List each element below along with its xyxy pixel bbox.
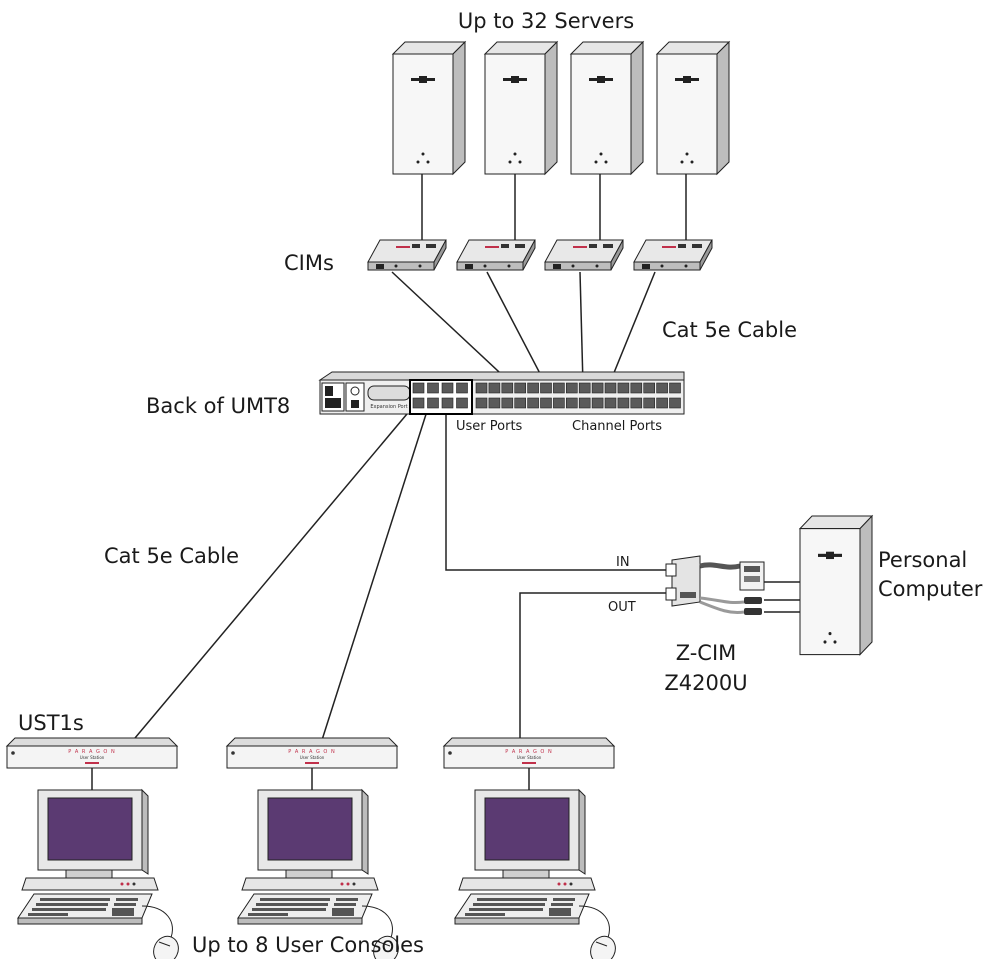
channel-port	[656, 382, 668, 394]
channel-port	[630, 397, 643, 409]
cim-device-4	[633, 239, 713, 271]
ps2-connector-icon	[744, 597, 762, 604]
ust1-unit-1	[6, 737, 178, 769]
channel-port	[578, 397, 591, 409]
channel-port	[553, 397, 565, 409]
server-tower-4	[656, 41, 730, 175]
channel-port	[514, 397, 527, 409]
out-label: OUT	[608, 600, 636, 615]
consoles-label: Up to 8 User Consoles	[192, 933, 424, 957]
user-port	[412, 397, 425, 409]
channel-port	[604, 397, 617, 409]
cim-cable-4	[608, 271, 656, 386]
user-port	[441, 397, 454, 409]
channel-port-grid	[475, 382, 681, 409]
expansion-port-label: Expansion Port	[370, 404, 407, 410]
connection-lines	[134, 152, 800, 741]
zcim-in-cable	[445, 408, 666, 571]
channel-ports-label: Channel Ports	[572, 419, 662, 434]
channel-port	[617, 382, 630, 394]
cim-device-3	[544, 239, 624, 271]
ps2-connector-icon-2	[744, 608, 762, 615]
pc-label-line2: Computer	[878, 577, 983, 601]
channel-port	[669, 397, 681, 409]
channel-port	[643, 382, 656, 394]
channel-port	[475, 397, 488, 409]
channel-port	[475, 382, 488, 394]
user-port	[441, 382, 454, 394]
cim-cable-1	[391, 271, 514, 386]
user-console-3	[454, 789, 621, 959]
user-port	[456, 382, 468, 394]
server-tower-3	[570, 41, 644, 175]
zcim-label-line2: Z4200U	[664, 671, 747, 695]
ust1-unit-3	[443, 737, 615, 769]
channel-port	[643, 397, 656, 409]
zcim-label-line1: Z-CIM	[676, 641, 737, 665]
in-label: IN	[616, 555, 630, 570]
cim-device-2	[456, 239, 536, 271]
ust-cable-2	[321, 407, 429, 741]
channel-port	[630, 382, 643, 394]
user-port	[456, 397, 468, 409]
user-port	[427, 382, 439, 394]
channel-port	[540, 382, 552, 394]
expansion-port-icon	[367, 385, 411, 401]
cim-cable-3	[579, 271, 584, 386]
personal-computer-tower	[799, 515, 873, 656]
user-port	[427, 397, 439, 409]
power-switch-icon	[345, 382, 365, 412]
channel-port	[565, 397, 578, 409]
ust-cable-1	[134, 407, 413, 739]
pc-label-line1: Personal	[878, 548, 967, 572]
channel-port	[591, 397, 604, 409]
channel-port	[617, 397, 630, 409]
user-port	[412, 382, 425, 394]
zcim-out-cable	[519, 592, 666, 738]
servers-label: Up to 32 Servers	[458, 9, 634, 33]
cat5e-top-label: Cat 5e Cable	[662, 318, 797, 342]
servers-group	[392, 41, 730, 175]
ust1-unit-2	[226, 737, 398, 769]
channel-port	[527, 382, 539, 394]
cim-cable-2	[486, 271, 547, 386]
server-tower-1	[392, 41, 466, 175]
channel-port	[527, 397, 539, 409]
channel-port	[501, 397, 514, 409]
cims-label: CIMs	[284, 251, 334, 275]
user-port-grid	[412, 382, 468, 409]
server-tower-2	[484, 41, 558, 175]
channel-port	[501, 382, 514, 394]
cim-device-1	[367, 239, 447, 271]
cims-group	[367, 239, 713, 271]
zcim-adapter	[665, 555, 765, 615]
channel-port	[669, 382, 681, 394]
channel-port	[488, 382, 501, 394]
channel-port	[604, 382, 617, 394]
channel-port	[514, 382, 527, 394]
user-console-1	[17, 789, 184, 959]
channel-port	[578, 382, 591, 394]
channel-port	[553, 382, 565, 394]
user-ports-label: User Ports	[456, 419, 523, 434]
cat5e-left-label: Cat 5e Cable	[104, 544, 239, 568]
umt8-switch: Expansion Port	[318, 371, 685, 415]
umt8-label: Back of UMT8	[146, 394, 290, 418]
channel-port	[591, 382, 604, 394]
channel-port	[540, 397, 552, 409]
channel-port	[656, 397, 668, 409]
console-cables	[91, 768, 530, 790]
channel-port	[488, 397, 501, 409]
channel-port	[565, 382, 578, 394]
ust1s-label: UST1s	[18, 711, 84, 735]
